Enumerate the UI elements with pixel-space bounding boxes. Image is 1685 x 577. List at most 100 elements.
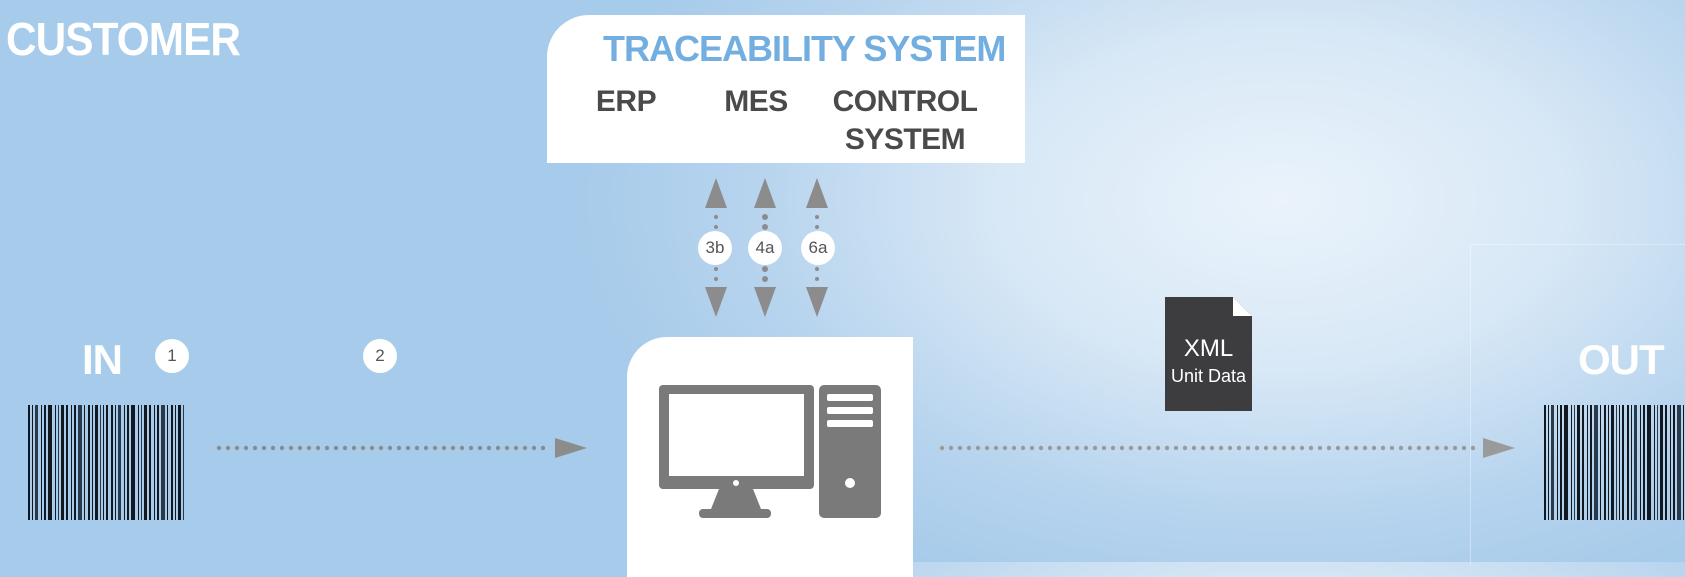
flow-dot <box>1461 445 1467 451</box>
flow-dot <box>306 445 312 451</box>
flow-dot <box>477 445 483 451</box>
barcode-bar <box>1571 405 1572 520</box>
barcode-bar <box>100 405 101 520</box>
barcode-bar <box>1640 405 1641 520</box>
flow-dot <box>1236 445 1242 451</box>
barcode-bar <box>1619 405 1620 520</box>
barcode-bar <box>1627 405 1629 520</box>
flow-dot <box>1389 445 1395 451</box>
arrow-up-3b <box>705 178 727 208</box>
mes-label: MES <box>724 85 788 118</box>
flow-dot <box>1128 445 1134 451</box>
barcode-bar <box>44 405 46 520</box>
flow-dot <box>1416 445 1422 451</box>
barcode-bar <box>88 405 90 520</box>
arrow-head-output <box>1483 438 1515 458</box>
barcode-bar <box>41 405 42 520</box>
control-system-label-line1: CONTROL <box>832 85 978 118</box>
flow-dot <box>1425 445 1431 451</box>
in-label: IN <box>82 336 123 383</box>
flow-dot <box>1263 445 1269 451</box>
desktop-computer-icon <box>659 385 881 518</box>
flow-dot <box>396 445 402 451</box>
arrow-down-4a <box>754 287 776 317</box>
flow-dot <box>1227 445 1233 451</box>
step-badge-3b: 3b <box>698 231 732 265</box>
flow-dot <box>324 445 330 451</box>
flow-dot <box>1317 445 1323 451</box>
flow-dot <box>513 445 519 451</box>
barcode-bar <box>131 405 135 520</box>
flow-dot <box>1146 445 1152 451</box>
flow-dot <box>288 445 294 451</box>
flow-dot <box>1200 445 1206 451</box>
step-badge-2: 2 <box>363 339 397 373</box>
step-badge-6a: 6a <box>801 231 835 265</box>
flow-dot <box>261 445 267 451</box>
barcode-bar <box>1657 405 1658 520</box>
flow-dot <box>315 445 321 451</box>
barcode-bar <box>48 405 52 520</box>
unit-data-label: Unit Data <box>1170 366 1247 386</box>
barcode-bar <box>1660 405 1663 520</box>
barcode-bar <box>1670 405 1671 520</box>
flow-dot <box>1209 445 1215 451</box>
flow-dot <box>351 445 357 451</box>
flow-dot <box>1218 445 1224 451</box>
flow-dot <box>1281 445 1287 451</box>
barcode-bar <box>1608 405 1609 520</box>
arrow-up-4a <box>754 178 776 208</box>
barcode-bar <box>157 405 159 520</box>
barcode-bar <box>1600 405 1601 520</box>
barcode-bar <box>1665 405 1667 520</box>
flow-dot <box>1101 445 1107 451</box>
barcode-bar <box>92 405 93 520</box>
flow-dot <box>1470 445 1476 451</box>
traceability-system-box <box>547 15 1025 163</box>
flow-dot <box>1155 445 1161 451</box>
barcode-bar <box>71 405 72 520</box>
barcode-icon <box>28 405 184 520</box>
flow-dot <box>1074 445 1080 451</box>
flow-dot <box>333 445 339 451</box>
barcode-bar <box>1673 405 1675 520</box>
flow-dot <box>540 445 546 451</box>
flow-dot <box>1083 445 1089 451</box>
flow-dot <box>504 445 510 451</box>
barcode-bar <box>154 405 155 520</box>
barcode-bar <box>74 405 76 520</box>
flow-dot <box>423 445 429 451</box>
barcode-bar <box>95 405 98 520</box>
flow-dot <box>1362 445 1368 451</box>
flow-dot <box>1047 445 1053 451</box>
flow-dot <box>957 445 963 451</box>
barcode-bar <box>1544 405 1546 520</box>
flow-dot <box>1299 445 1305 451</box>
barcode-bar <box>178 405 181 520</box>
barcode-bar <box>1590 405 1592 520</box>
barcode-bar <box>84 405 85 520</box>
arrow-head-input <box>555 438 587 458</box>
barcode-bar <box>118 405 121 520</box>
input-flow-arrow <box>216 438 587 458</box>
barcode-bar <box>78 405 82 520</box>
barcode-bar <box>103 405 104 520</box>
barcode-bar <box>1564 405 1568 520</box>
barcode-bar <box>1634 405 1637 520</box>
flow-dot <box>270 445 276 451</box>
flow-dot <box>1038 445 1044 451</box>
flow-dot <box>1407 445 1413 451</box>
barcode-bar <box>1622 405 1624 520</box>
step-badge-4a: 4a <box>748 231 782 265</box>
barcode-bar <box>171 405 173 520</box>
flow-dot <box>993 445 999 451</box>
barcode-bar <box>1604 405 1606 520</box>
step-badge-1: 1 <box>155 339 189 373</box>
flow-dot <box>1029 445 1035 451</box>
barcode-bar <box>141 405 142 520</box>
barcode-bar <box>144 405 147 520</box>
barcode-bar <box>106 405 108 520</box>
flow-dot <box>1353 445 1359 451</box>
flow-dot <box>459 445 465 451</box>
flow-dot <box>468 445 474 451</box>
